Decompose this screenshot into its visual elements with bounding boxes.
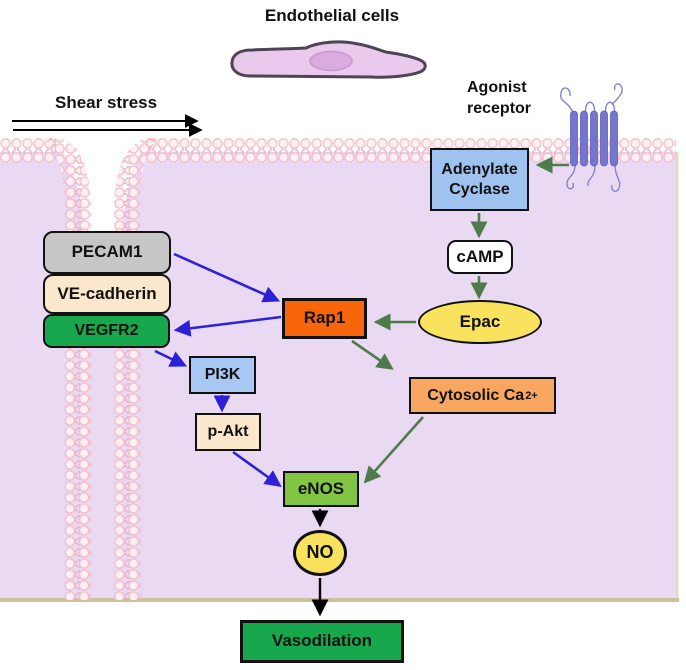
node-adenylate-cyclase-label: Adenylate Cyclase	[441, 161, 518, 198]
node-vasodilation: Vasodilation	[240, 620, 404, 663]
node-pecam1: PECAM1	[43, 231, 171, 274]
arrow-pakt-to-enos	[232, 450, 282, 487]
agonist-receptor-label: Agonist receptor	[467, 79, 532, 118]
node-camp-label: cAMP	[456, 246, 504, 266]
node-ve-cadherin-label: VE-cadherin	[57, 283, 157, 303]
node-vegfr2-label: VEGFR2	[74, 322, 139, 340]
node-vegfr2: VEGFR2	[43, 314, 170, 348]
node-enos-label: eNOS	[297, 478, 345, 498]
node-pi3k-label: PI3K	[204, 366, 241, 384]
shear-stress-label: Shear stress	[55, 93, 158, 112]
arrow-rap1-to-cytca	[351, 339, 394, 370]
node-camp: cAMP	[447, 240, 513, 274]
node-enos: eNOS	[283, 471, 359, 507]
node-rap1-label: Rap1	[303, 308, 346, 328]
node-p-akt: p-Akt	[195, 413, 261, 451]
cell-nucleus	[309, 50, 353, 72]
node-ve-cadherin: VE-cadherin	[43, 274, 171, 314]
node-adenylate-cyclase: Adenylate Cyclase	[430, 148, 529, 211]
blue-signal-arrows	[154, 252, 282, 487]
shear-stress-arrows	[12, 114, 203, 137]
green-signal-arrows	[351, 156, 569, 484]
node-pi3k: PI3K	[189, 356, 256, 394]
arrow-rap1-to-vegfr2	[173, 315, 282, 337]
node-pecam1-label: PECAM1	[71, 242, 143, 262]
node-no: NO	[293, 530, 347, 576]
agonist-receptor-icon	[560, 83, 623, 192]
arrow-vegfr2-to-pi3k	[154, 349, 188, 367]
node-epac: Epac	[418, 300, 542, 344]
endothelial-cell-illustration	[230, 40, 427, 79]
node-cytosolic-ca-label: Cytosolic Ca	[427, 386, 525, 404]
node-vasodilation-label: Vasodilation	[271, 631, 373, 651]
arrow-pecam1-to-rap1	[173, 252, 281, 303]
endothelial-cells-label: Endothelial cells	[264, 6, 400, 25]
node-no-label: NO	[306, 542, 334, 563]
node-epac-label: Epac	[459, 311, 501, 331]
node-p-akt-label: p-Akt	[207, 423, 249, 441]
node-rap1: Rap1	[282, 298, 367, 339]
cell-body	[0, 138, 679, 602]
arrow-cytca-to-enos	[363, 416, 424, 484]
